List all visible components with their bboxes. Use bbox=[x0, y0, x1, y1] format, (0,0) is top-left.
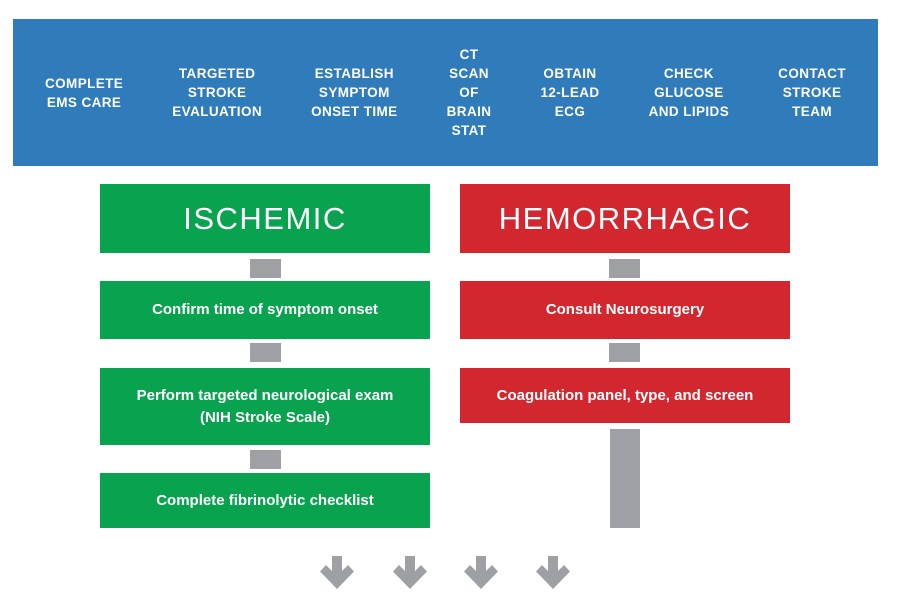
hemorrhagic-branch-title: HEMORRHAGIC bbox=[460, 184, 790, 253]
connector-block bbox=[609, 343, 640, 362]
down-arrow-icon bbox=[393, 556, 427, 594]
hemorrhagic-step-consult-neurosurgery: Consult Neurosurgery bbox=[460, 281, 790, 339]
header-step-complete-ems-care: COMPLETE EMS CARE bbox=[45, 75, 124, 110]
ischemic-branch-title: ISCHEMIC bbox=[100, 184, 430, 253]
ischemic-step-confirm-onset: Confirm time of symptom onset bbox=[100, 281, 430, 339]
hemorrhagic-step-coagulation-panel: Coagulation panel, type, and screen bbox=[460, 368, 790, 423]
connector-block bbox=[250, 259, 281, 278]
connector-block bbox=[250, 450, 281, 469]
connector-block bbox=[250, 343, 281, 362]
connector-long-bar bbox=[610, 429, 640, 528]
header-step-check-glucose-and-lipids: CHECK GLUCOSE AND LIPIDS bbox=[648, 66, 730, 119]
header-step-establish-symptom-onset-time: ESTABLISH SYMPTOM ONSET TIME bbox=[311, 66, 398, 119]
header-step-ct-scan-of-brain-stat: CT SCAN OF BRAIN STAT bbox=[446, 47, 492, 138]
down-arrow-icon bbox=[464, 556, 498, 594]
ischemic-step-neuro-exam: Perform targeted neurological exam (NIH … bbox=[100, 368, 430, 445]
header-step-obtain-12-lead-ecg: OBTAIN 12-LEAD ECG bbox=[540, 66, 600, 119]
connector-block bbox=[609, 259, 640, 278]
header-step-contact-stroke-team: CONTACT STROKE TEAM bbox=[778, 66, 846, 119]
down-arrow-icon bbox=[536, 556, 570, 594]
ischemic-step-fibrinolytic-checklist: Complete fibrinolytic checklist bbox=[100, 473, 430, 528]
down-arrow-icon bbox=[320, 556, 354, 594]
header-step-targeted-stroke-evaluation: TARGETED STROKE EVALUATION bbox=[172, 66, 263, 119]
ems-care-header-bar: COMPLETE EMS CARE TARGETED STROKE EVALUA… bbox=[13, 19, 878, 166]
